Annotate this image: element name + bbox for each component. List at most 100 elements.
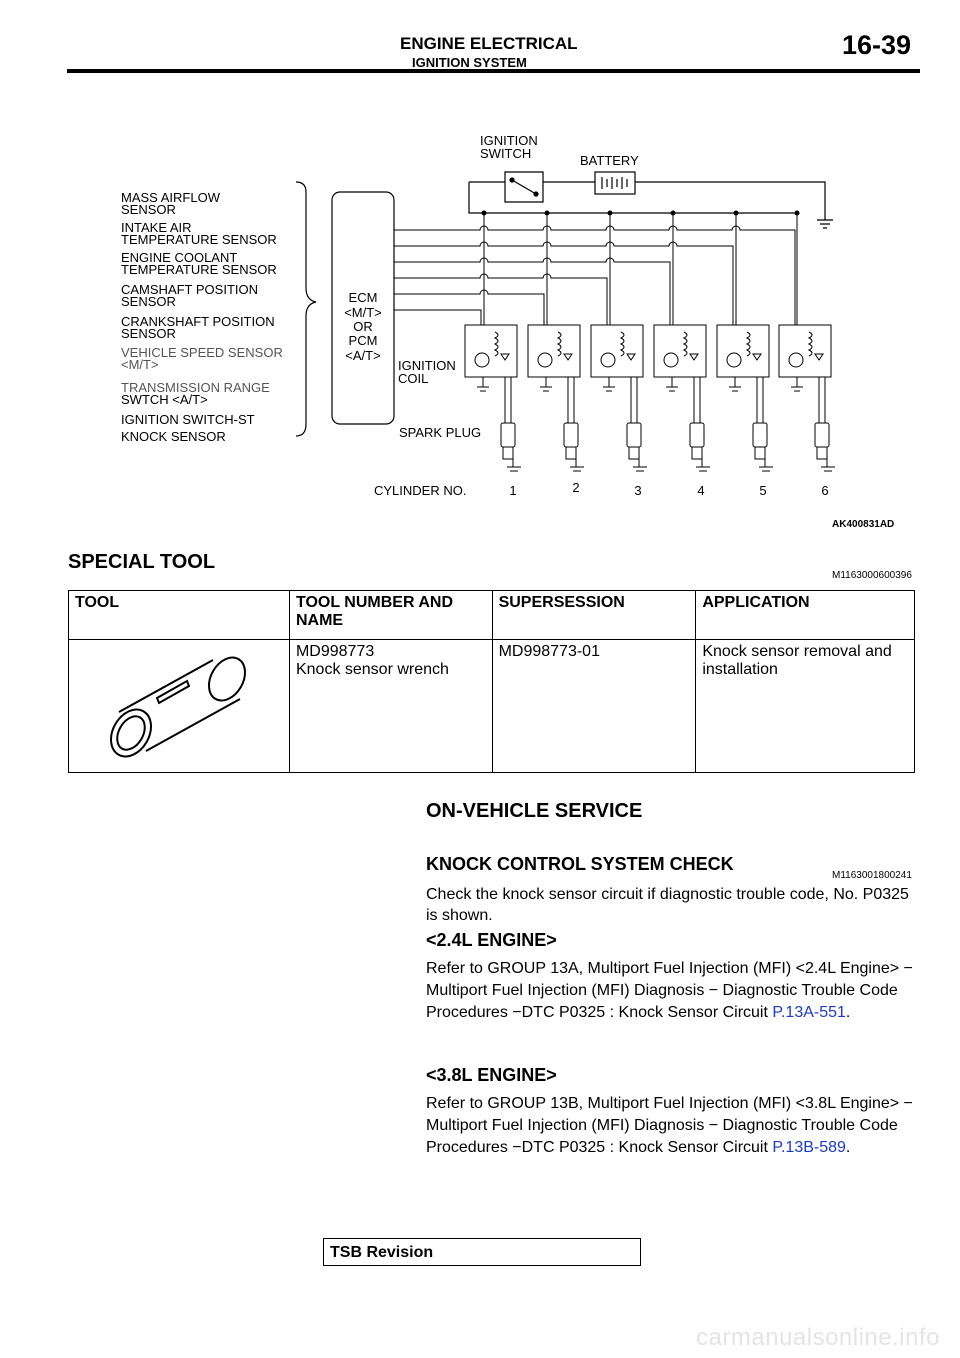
spark-plug-body <box>752 422 768 448</box>
ecm-box <box>331 191 395 425</box>
coil-winding <box>556 331 562 357</box>
page-number: 16-39 <box>842 30 912 60</box>
spark-plug-tip <box>502 447 514 460</box>
input-label-4-line-1: SENSOR <box>121 326 176 341</box>
coil-transistor <box>474 352 490 368</box>
engine-24-paragraph: Refer to GROUP 13A, Multiport Fuel Injec… <box>426 958 918 1024</box>
coil-ground <box>603 377 615 392</box>
socket-wrench-icon <box>110 656 247 758</box>
coil-winding <box>807 331 813 357</box>
spark-plug-body <box>563 422 579 448</box>
cylinder-number-5: 5 <box>759 483 766 498</box>
engine-38-heading: <3.8L ENGINE> <box>426 1065 557 1085</box>
special-tool-heading: SPECIAL TOOL <box>68 551 216 573</box>
engine-38-link[interactable]: P.13B-589 <box>772 1139 846 1156</box>
spark-plug-body <box>814 422 830 448</box>
input-label-0-line-0: MASS AIRFLOW <box>121 190 221 205</box>
header-supersession: SUPERSESSION <box>491 590 697 640</box>
spark-plug-label: SPARK PLUG <box>399 425 481 440</box>
cylinder-number-1: 1 <box>509 483 516 498</box>
ecm-signal-line <box>394 273 608 325</box>
ignition-coil-box <box>590 324 644 378</box>
ecm-label-0: ECM <box>349 290 378 305</box>
ignition-coil-label-1: COIL <box>398 371 428 386</box>
coil-ground <box>666 377 678 392</box>
ignition-coil-box <box>527 324 581 378</box>
ignition-switch-label-0: IGNITION <box>480 133 538 148</box>
engine-38-end: . <box>845 1139 851 1156</box>
ignition-coil-box <box>716 324 770 378</box>
header-tool-number: TOOL NUMBER AND NAME <box>288 590 493 640</box>
input-bracket <box>295 181 317 437</box>
ignition-switch-box <box>504 171 544 203</box>
coil-winding <box>493 331 499 357</box>
spark-plug-tip <box>816 447 828 460</box>
spark-plug-ground <box>570 459 584 472</box>
plug-lead <box>567 377 575 423</box>
engine-24-end: . <box>845 1004 851 1021</box>
header-rule <box>67 69 920 73</box>
header-application: APPLICATION <box>695 590 915 640</box>
cylinder-number-2: 2 <box>572 480 579 495</box>
coil-diode <box>689 353 699 361</box>
ignition-coil-box <box>778 324 832 378</box>
spark-plug-ground <box>507 459 521 472</box>
plug-lead <box>504 377 512 423</box>
input-label-5-line-0: VEHICLE SPEED SENSOR <box>121 345 283 360</box>
cylinder-number-3: 3 <box>634 483 641 498</box>
input-label-5-line-1: <M/T> <box>121 357 159 372</box>
main-wire <box>468 181 826 220</box>
table-row: MD998773 Knock sensor wrench MD998773-01… <box>68 639 915 773</box>
tool-name: Knock sensor wrench <box>295 661 449 678</box>
special-tool-ref: M1163000600396 <box>832 570 912 581</box>
section-title: ENGINE ELECTRICAL <box>400 34 578 53</box>
tool-number: MD998773 <box>295 643 375 660</box>
coil-winding <box>619 331 625 357</box>
coil-winding <box>682 331 688 357</box>
ignition-coil-box <box>464 324 518 378</box>
engine-24-text: Refer to GROUP 13A, Multiport Fuel Injec… <box>426 960 913 1021</box>
coil-diode <box>500 353 510 361</box>
coil-transistor <box>600 352 616 368</box>
input-label-6-line-1: SWTCH <A/T> <box>121 392 208 407</box>
spark-plug-body <box>689 422 705 448</box>
spark-plug-ground <box>821 459 835 472</box>
supersession-cell: MD998773-01 <box>491 639 697 773</box>
input-label-3-line-1: SENSOR <box>121 294 176 309</box>
ecm-signal-line <box>394 289 545 325</box>
knock-check-heading: KNOCK CONTROL SYSTEM CHECK <box>426 854 734 874</box>
ecm-label-4: <A/T> <box>345 348 380 363</box>
tool-image-cell <box>68 639 290 773</box>
ecm-label-1: <M/T> <box>344 305 382 320</box>
ignition-coil-box <box>653 324 707 378</box>
coil-transistor <box>788 352 804 368</box>
engine-24-link[interactable]: P.13A-551 <box>772 1004 846 1021</box>
engine-24-heading: <2.4L ENGINE> <box>426 930 557 950</box>
cylinder-number-6: 6 <box>821 483 828 498</box>
coil-diode <box>626 353 636 361</box>
input-label-4-line-0: CRANKSHAFT POSITION <box>121 314 275 329</box>
coil-ground <box>791 377 803 392</box>
header-tool: TOOL <box>68 590 290 640</box>
on-vehicle-service-heading: ON-VEHICLE SERVICE <box>426 800 643 822</box>
spark-plug-ground <box>633 459 647 472</box>
coil-diode <box>814 353 824 361</box>
spark-plug-body <box>500 422 516 448</box>
knock-check-intro: Check the knock sensor circuit if diagno… <box>426 886 909 924</box>
tsb-revision-box: TSB Revision <box>323 1238 641 1266</box>
ecm-signal-line <box>394 309 482 325</box>
input-label-7-line-0: IGNITION SWITCH-ST <box>121 412 255 427</box>
engine-38-text: Refer to GROUP 13B, Multiport Fuel Injec… <box>426 1095 913 1156</box>
spark-plug-body <box>626 422 642 448</box>
input-label-3-line-0: CAMSHAFT POSITION <box>121 282 258 297</box>
battery-plates <box>601 177 628 189</box>
cylinder-no-label: CYLINDER NO. <box>374 483 466 498</box>
plug-lead <box>693 377 701 423</box>
coil-transistor <box>726 352 742 368</box>
tool-number-cell: MD998773 Knock sensor wrench <box>288 639 493 773</box>
input-label-2-line-0: ENGINE COOLANT <box>121 250 237 265</box>
plug-lead <box>756 377 764 423</box>
coil-transistor <box>663 352 679 368</box>
ecm-signal-line <box>394 225 796 325</box>
spark-plug-ground <box>696 459 710 472</box>
